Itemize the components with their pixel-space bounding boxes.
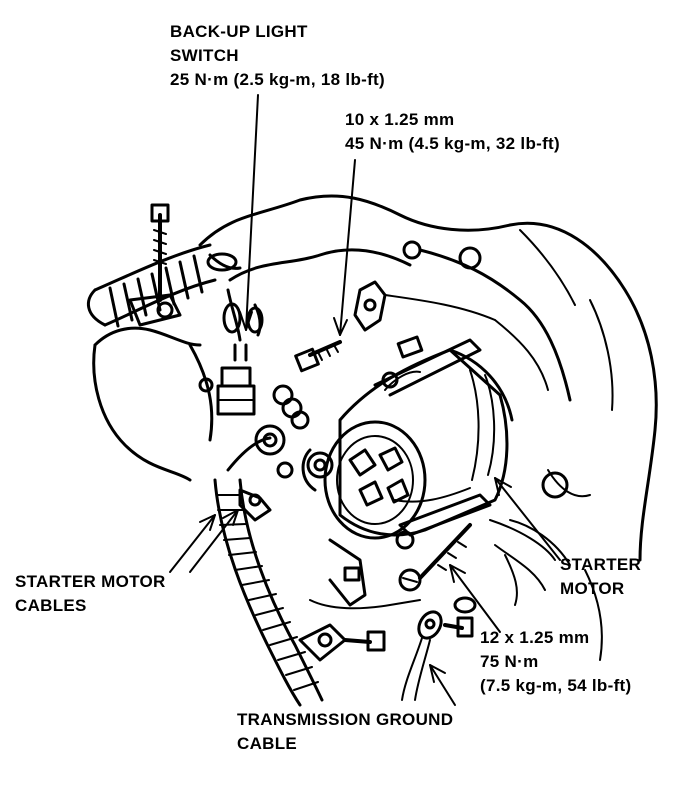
label-backup-light-switch: BACK-UP LIGHT SWITCH 25 N·m (2.5 kg-m, 1…	[170, 20, 385, 92]
intake-hose	[86, 243, 217, 328]
starter-motor-body	[301, 335, 514, 540]
label-line: (7.5 kg-m, 54 lb-ft)	[480, 676, 632, 695]
label-starter-motor-cables: STARTER MOTOR CABLES	[15, 570, 166, 618]
leader-starter-motor	[494, 477, 561, 561]
label-line: STARTER MOTOR	[15, 572, 166, 591]
label-line: 25 N·m (2.5 kg-m, 18 lb-ft)	[170, 70, 385, 89]
leader-cables-a	[169, 514, 216, 573]
leader-backup-switch	[245, 94, 259, 331]
backup-light-switch	[198, 252, 264, 416]
label-line: CABLE	[237, 734, 298, 753]
leader-ground-cable	[429, 664, 456, 706]
ground-cable	[401, 610, 474, 701]
leader-bolt-10mm	[339, 159, 356, 336]
hose-bracket	[128, 203, 182, 327]
mount-flange	[453, 519, 556, 614]
label-bolt-12mm: 12 x 1.25 mm 75 N·m (7.5 kg-m, 54 lb-ft)	[480, 626, 631, 698]
leader-cables-b	[189, 509, 239, 573]
bolt-10mm	[294, 340, 342, 373]
starter-cables	[213, 436, 324, 707]
transmission-case	[92, 194, 658, 661]
label-line: 45 N·m (4.5 kg-m, 32 lb-ft)	[345, 134, 560, 153]
label-line: 12 x 1.25 mm	[480, 628, 590, 647]
label-line: TRANSMISSION GROUND	[237, 710, 454, 729]
label-line: BACK-UP LIGHT	[170, 22, 308, 41]
label-line: SWITCH	[170, 46, 239, 65]
label-line: 75 N·m	[480, 652, 539, 671]
bolt-12mm	[418, 523, 472, 580]
label-bolt-10mm: 10 x 1.25 mm 45 N·m (4.5 kg-m, 32 lb-ft)	[345, 108, 560, 156]
lower-bracket	[298, 538, 421, 662]
label-transmission-ground-cable: TRANSMISSION GROUND CABLE	[237, 708, 453, 756]
upper-bracket	[353, 280, 549, 391]
label-starter-motor: STARTER MOTOR	[560, 553, 641, 601]
leader-bolt-12mm	[449, 564, 501, 633]
label-line: CABLES	[15, 596, 87, 615]
label-line: MOTOR	[560, 579, 625, 598]
label-line: STARTER	[560, 555, 642, 574]
label-line: 10 x 1.25 mm	[345, 110, 455, 129]
